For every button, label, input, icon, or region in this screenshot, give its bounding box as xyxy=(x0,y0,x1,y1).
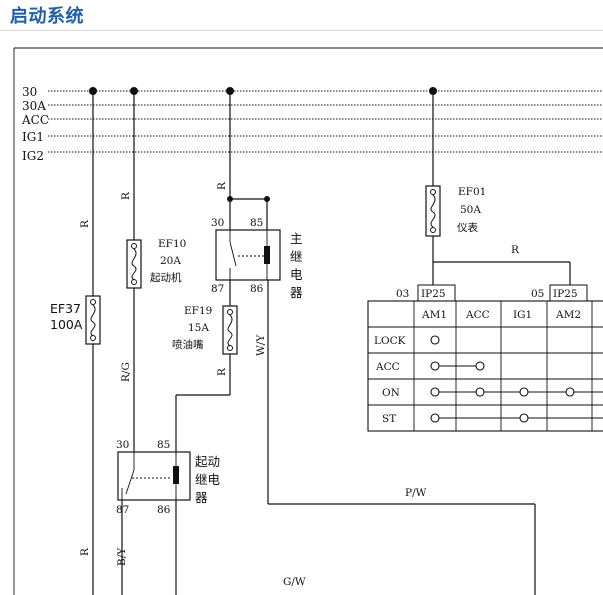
relay-pin-86: 86 xyxy=(250,283,264,295)
switch-row-on: ON xyxy=(382,387,400,399)
switch-row-acc: ACC xyxy=(375,361,400,373)
fuse-rating: 20A xyxy=(160,255,181,267)
wire-label-pw: P/W xyxy=(405,487,427,499)
switch-col-am1: AM1 xyxy=(421,309,447,321)
bus-label-ig1: IG1 xyxy=(22,130,44,144)
fuse-ef19: EF19 15A 喷油嘴 xyxy=(172,305,238,355)
switch-row-st: ST xyxy=(382,413,396,425)
fuse-rating: 15A xyxy=(188,322,209,334)
fuse-ef01: EF01 50A 仪表 xyxy=(425,185,486,237)
relay-name-char: 主 xyxy=(290,231,303,246)
fuse-name: 喷油嘴 xyxy=(172,338,204,351)
wire-label-r: R xyxy=(79,547,91,556)
switch-col-acc: ACC xyxy=(465,309,490,321)
switch-col-am2: AM2 xyxy=(555,309,581,321)
fuse-id: EF01 xyxy=(458,186,486,198)
ignition-switch-table: 03 IP25 05 IP25 AM1 ACC IG1 AM2 LOCK ACC… xyxy=(367,284,603,432)
relay-pin-30: 30 xyxy=(116,439,129,451)
bus-label-30a: 30A xyxy=(22,99,46,113)
fuse-ef37: EF37 100A xyxy=(50,295,101,345)
connector-name-left: IP25 xyxy=(421,288,446,300)
bus-lines xyxy=(48,90,603,153)
bus-label-acc: ACC xyxy=(21,113,49,127)
diagram-frame xyxy=(13,47,603,595)
fuse-id: EF19 xyxy=(184,305,212,317)
wires xyxy=(92,91,571,595)
fuse-name: 起动机 xyxy=(150,271,182,284)
relay-name-line: 起动 xyxy=(195,454,220,469)
fuse-ef10: EF10 20A 起动机 xyxy=(126,238,186,289)
fuse-rating: 100A xyxy=(50,317,83,332)
connector-pin-left: 03 xyxy=(396,288,409,300)
fuse-id: EF37 xyxy=(50,301,81,316)
title-divider xyxy=(0,30,603,31)
page-title: 启动系统 xyxy=(10,6,84,27)
fuse-name: 仪表 xyxy=(457,221,478,234)
relay-pin-85: 85 xyxy=(250,217,263,229)
relay-name-line: 器 xyxy=(195,490,208,505)
wire-label-wy: W/Y xyxy=(255,334,267,356)
wire-label-by: B/Y xyxy=(116,547,128,566)
relay-pin-86: 86 xyxy=(157,504,171,516)
connector-name-right: IP25 xyxy=(553,288,578,300)
bus-label-30: 30 xyxy=(22,85,37,99)
bus-labels: 30 30A ACC IG1 IG2 xyxy=(21,85,49,163)
relay-pin-30: 30 xyxy=(211,217,224,229)
relay-name-char: 电 xyxy=(290,267,303,282)
main-relay: 30 85 87 86 主 继 电 器 xyxy=(211,217,303,300)
relay-pin-85: 85 xyxy=(157,439,170,451)
wire-label-r: R xyxy=(79,219,91,228)
wire-label-rg: R/G xyxy=(120,362,132,382)
wire-labels: R R R R/G R W/Y R B/Y P/W G/W R xyxy=(79,181,520,588)
wire-label-gw: G/W xyxy=(283,576,306,588)
relay-pin-87: 87 xyxy=(211,283,224,295)
relay-name-line: 继电 xyxy=(195,472,221,487)
relay-name-char: 继 xyxy=(290,249,303,264)
switch-row-lock: LOCK xyxy=(374,335,406,347)
wire-label-r: R xyxy=(216,181,228,190)
bus-label-ig2: IG2 xyxy=(22,149,44,163)
fuse-rating: 50A xyxy=(460,204,481,216)
wire-label-r: R xyxy=(120,191,132,200)
wire-label-r: R xyxy=(216,367,228,376)
relay-pin-87: 87 xyxy=(116,504,129,516)
connector-pin-right: 05 xyxy=(531,288,544,300)
relay-name-char: 器 xyxy=(290,285,303,300)
fuse-id: EF10 xyxy=(158,238,186,250)
start-relay: 30 85 87 86 起动 继电 器 xyxy=(116,439,221,516)
wire-label-r: R xyxy=(511,244,520,256)
switch-col-ig1: IG1 xyxy=(513,309,532,321)
